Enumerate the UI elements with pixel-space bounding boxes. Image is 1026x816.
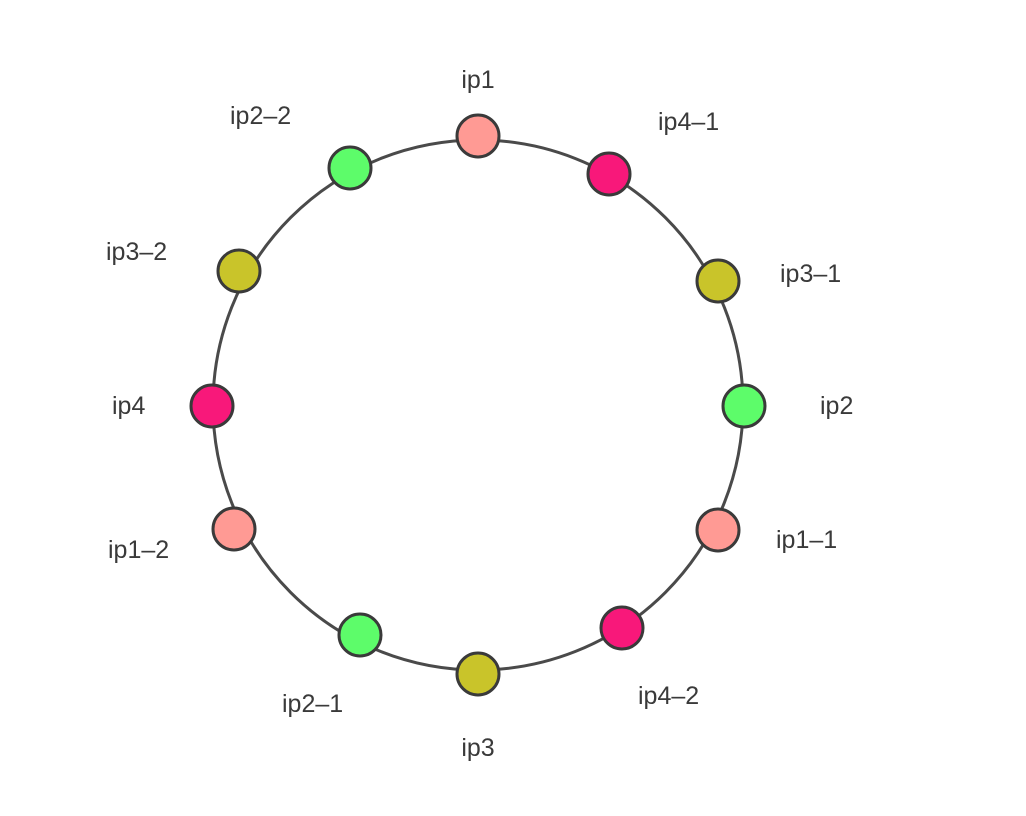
node-label-ip2-1: ip2–1 xyxy=(282,690,343,718)
ring-node-ip1: ip1 xyxy=(455,66,501,159)
node-dot-ip2-1 xyxy=(337,612,383,658)
ring-node-ip2-1: ip2–1 xyxy=(282,612,383,718)
ring-node-ip1-1: ip1–1 xyxy=(695,507,837,554)
node-label-ip1-2: ip1–2 xyxy=(108,536,169,564)
node-dot-ip4-1 xyxy=(586,151,632,197)
node-dot-ip4 xyxy=(189,383,235,429)
ring-node-ip2-2: ip2–2 xyxy=(230,102,373,191)
node-dot-ip3-2 xyxy=(216,248,262,294)
ring-node-ip1-2: ip1–2 xyxy=(108,506,257,564)
node-dot-ip1-2 xyxy=(211,506,257,552)
ring-node-ip4: ip4 xyxy=(112,383,235,429)
node-label-ip3: ip3 xyxy=(461,734,494,762)
node-dot-ip2-2 xyxy=(327,145,373,191)
ring-node-ip3-1: ip3–1 xyxy=(695,258,841,304)
node-label-ip1: ip1 xyxy=(461,66,494,94)
node-label-ip4-1: ip4–1 xyxy=(658,108,719,136)
hash-ring xyxy=(211,138,745,672)
node-dot-ip3-1 xyxy=(695,258,741,304)
node-dot-ip2 xyxy=(721,383,767,429)
node-label-ip3-2: ip3–2 xyxy=(106,238,167,266)
node-label-ip2: ip2 xyxy=(820,392,853,420)
node-label-ip2-2: ip2–2 xyxy=(230,102,291,130)
node-label-ip3-1: ip3–1 xyxy=(780,260,841,288)
node-dot-ip4-2 xyxy=(599,605,645,651)
node-dot-ip1 xyxy=(455,113,501,159)
ring-node-ip3: ip3 xyxy=(455,651,501,762)
node-dot-ip3 xyxy=(455,651,501,697)
ring-node-ip2: ip2 xyxy=(721,383,853,429)
node-label-ip1-1: ip1–1 xyxy=(776,526,837,554)
ring-node-ip3-2: ip3–2 xyxy=(106,238,262,294)
node-dot-ip1-1 xyxy=(695,507,741,553)
ring-node-ip4-1: ip4–1 xyxy=(586,108,719,197)
node-label-ip4: ip4 xyxy=(112,392,145,420)
node-label-ip4-2: ip4–2 xyxy=(638,682,699,710)
ring-nodes: ip1 ip4–1 ip3–1 ip2 ip1–1 ip4–2 ip3 ip2–1 ip1–2 i… xyxy=(106,66,853,762)
ring-node-ip4-2: ip4–2 xyxy=(599,605,699,710)
